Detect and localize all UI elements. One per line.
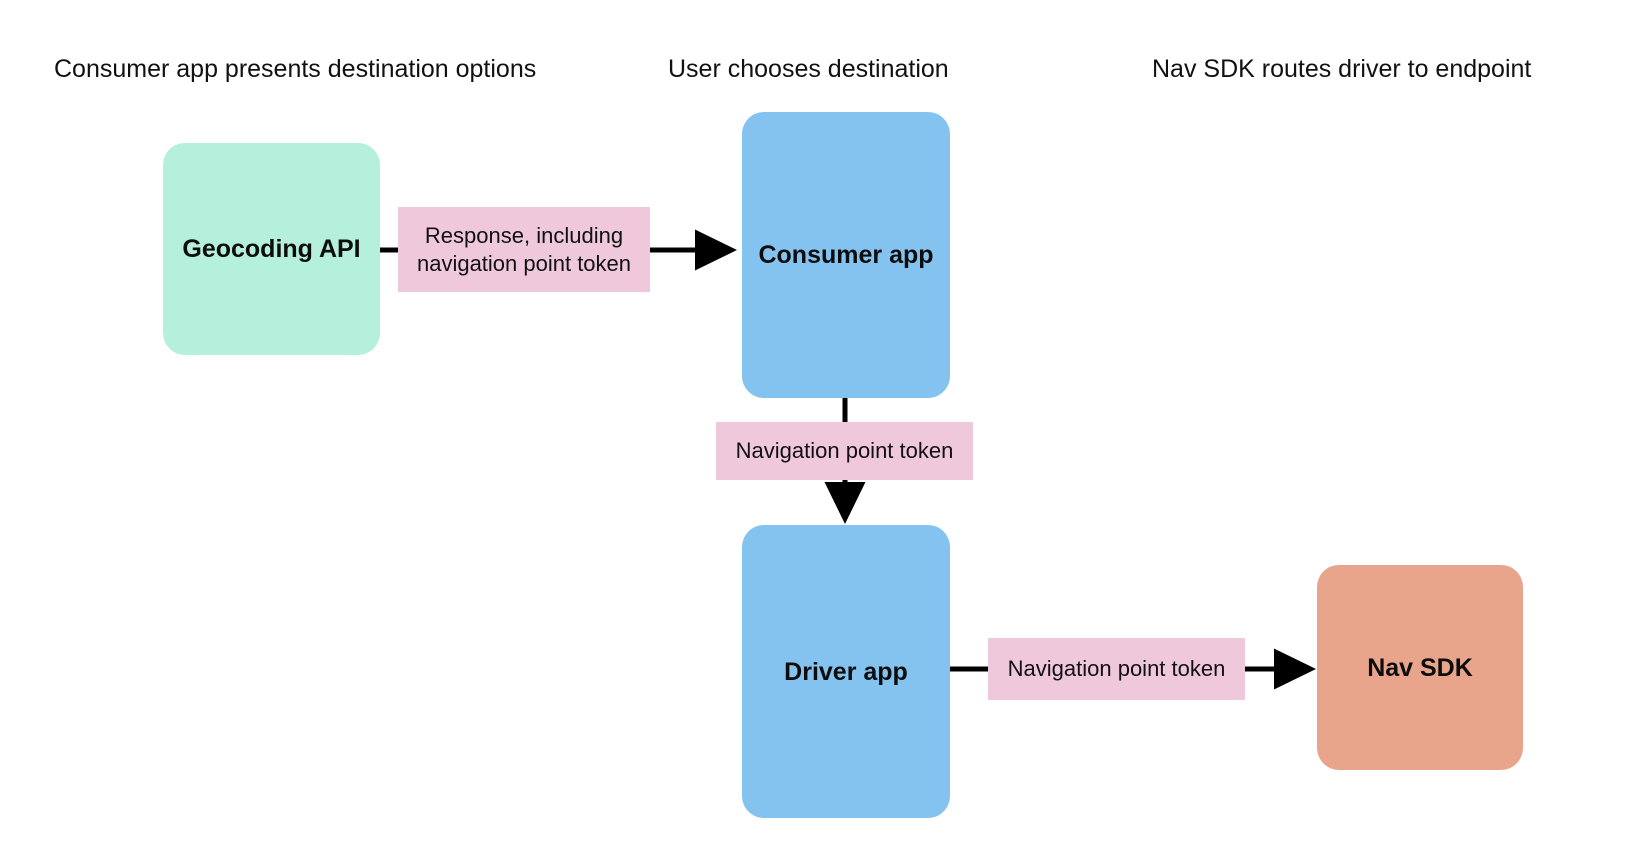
node-geocoding-api[interactable]: Geocoding API — [163, 143, 380, 355]
column-header-consumer-app: Consumer app presents destination option… — [54, 55, 537, 83]
node-geocoding-api-label: Geocoding API — [182, 235, 361, 263]
edge-label-navigation-point-token-driver-navsdk: Navigation point token — [988, 638, 1245, 700]
column-header-nav-sdk-routes: Nav SDK routes driver to endpoint — [1152, 55, 1532, 83]
node-consumer-app[interactable]: Consumer app — [742, 112, 950, 398]
node-nav-sdk-label: Nav SDK — [1367, 653, 1473, 682]
column-header-user-chooses: User chooses destination — [668, 55, 949, 83]
edge-label-navigation-point-token-consumer-driver: Navigation point token — [716, 422, 973, 480]
edge-label-navigation-point-token-consumer-driver-text: Navigation point token — [735, 438, 954, 463]
node-driver-app[interactable]: Driver app — [742, 525, 950, 818]
edge-label-response-navigation-point-token: Response, including navigation point tok… — [398, 207, 650, 292]
edge-label-response-navigation-point-token-text: Response, including navigation point tok… — [416, 222, 632, 276]
node-consumer-app-label: Consumer app — [758, 241, 934, 269]
node-driver-app-label: Driver app — [784, 657, 908, 686]
edge-label-navigation-point-token-driver-navsdk-text: Navigation point token — [1007, 656, 1226, 681]
node-nav-sdk[interactable]: Nav SDK — [1317, 565, 1523, 770]
